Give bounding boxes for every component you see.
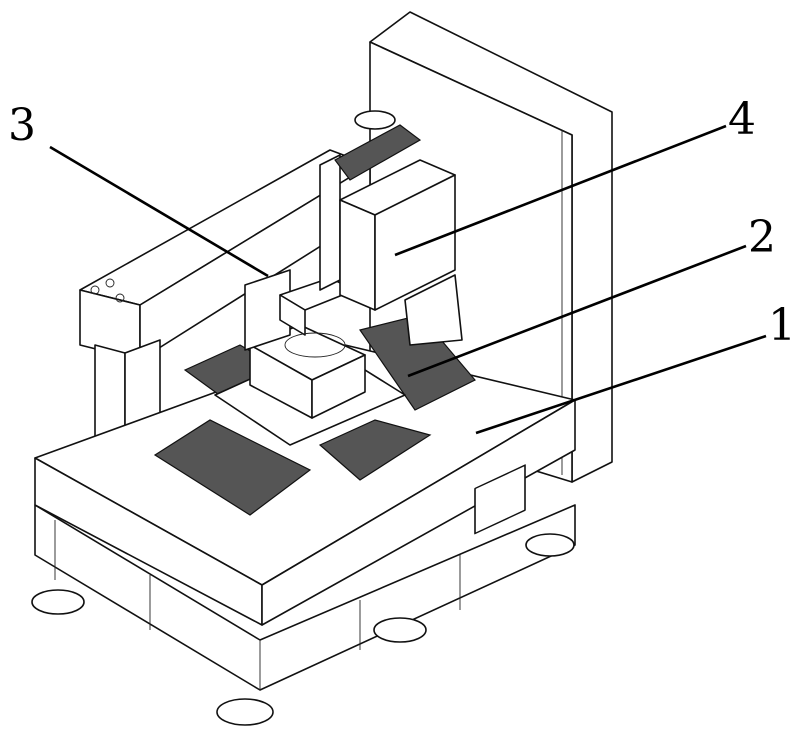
leader-line-2 [407, 244, 747, 378]
leader-line-1 [475, 334, 767, 435]
module-3 [244, 269, 366, 419]
base-frame [31, 504, 576, 726]
label-2: 2 [748, 212, 776, 263]
module-4 [319, 110, 463, 346]
leader-line-4 [394, 124, 727, 257]
label-1: 1 [768, 300, 796, 351]
label-3: 3 [8, 100, 36, 151]
leader-line-3 [49, 145, 269, 278]
label-4: 4 [728, 94, 756, 145]
